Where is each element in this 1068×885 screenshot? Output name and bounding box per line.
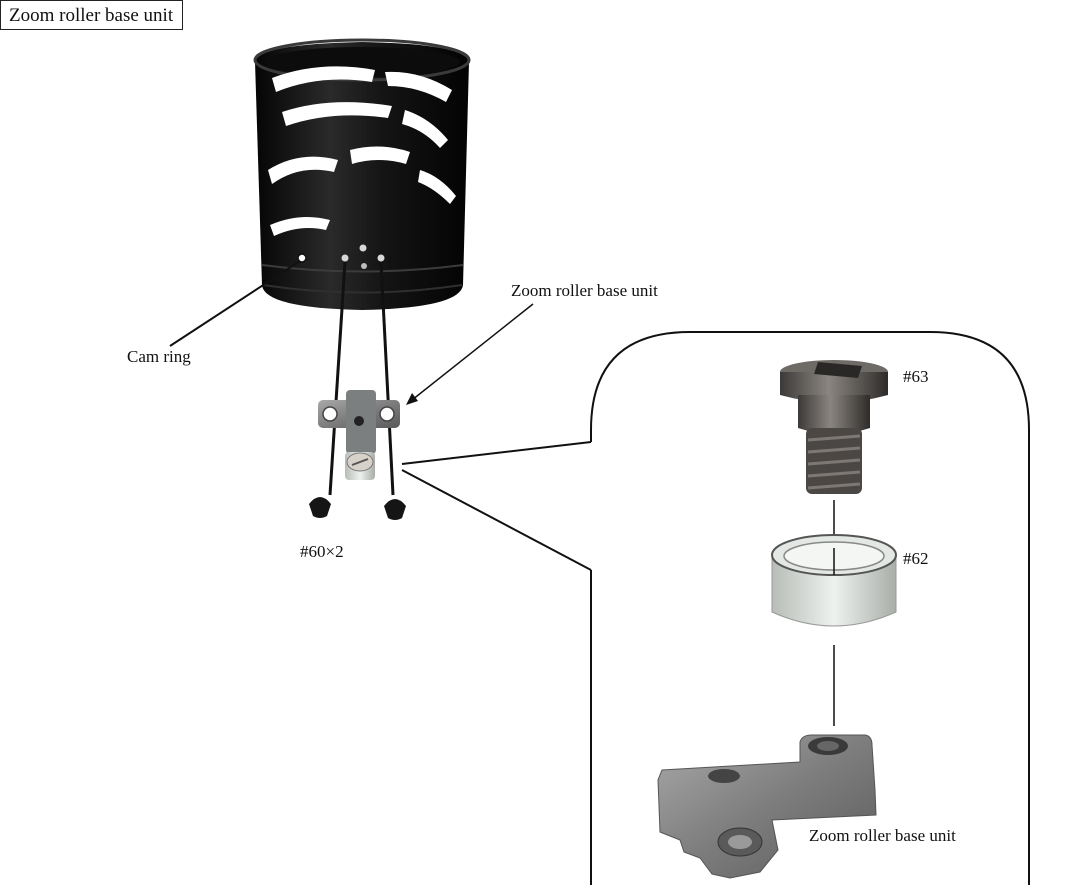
zoom-roller-base-unit-detail-part xyxy=(657,734,877,879)
screw-63-part xyxy=(780,360,888,494)
zoom-roller-base-unit-label: Zoom roller base unit xyxy=(511,281,658,300)
screw-60-left xyxy=(309,497,331,518)
screw-60-right xyxy=(384,499,406,520)
detail-callout-frame xyxy=(590,331,1030,885)
collar-62-label: #62 xyxy=(903,549,929,568)
screws-60-label: #60×2 xyxy=(300,542,344,561)
zoom-roller-base-unit-part xyxy=(318,390,400,480)
screw-63-label: #63 xyxy=(903,367,929,386)
cam-ring-label: Cam ring xyxy=(127,347,191,366)
cam-ring-part xyxy=(253,38,471,310)
diagram-title: Zoom roller base unit xyxy=(0,0,184,30)
zoom-roller-base-unit-detail-label: Zoom roller base unit xyxy=(809,826,956,845)
